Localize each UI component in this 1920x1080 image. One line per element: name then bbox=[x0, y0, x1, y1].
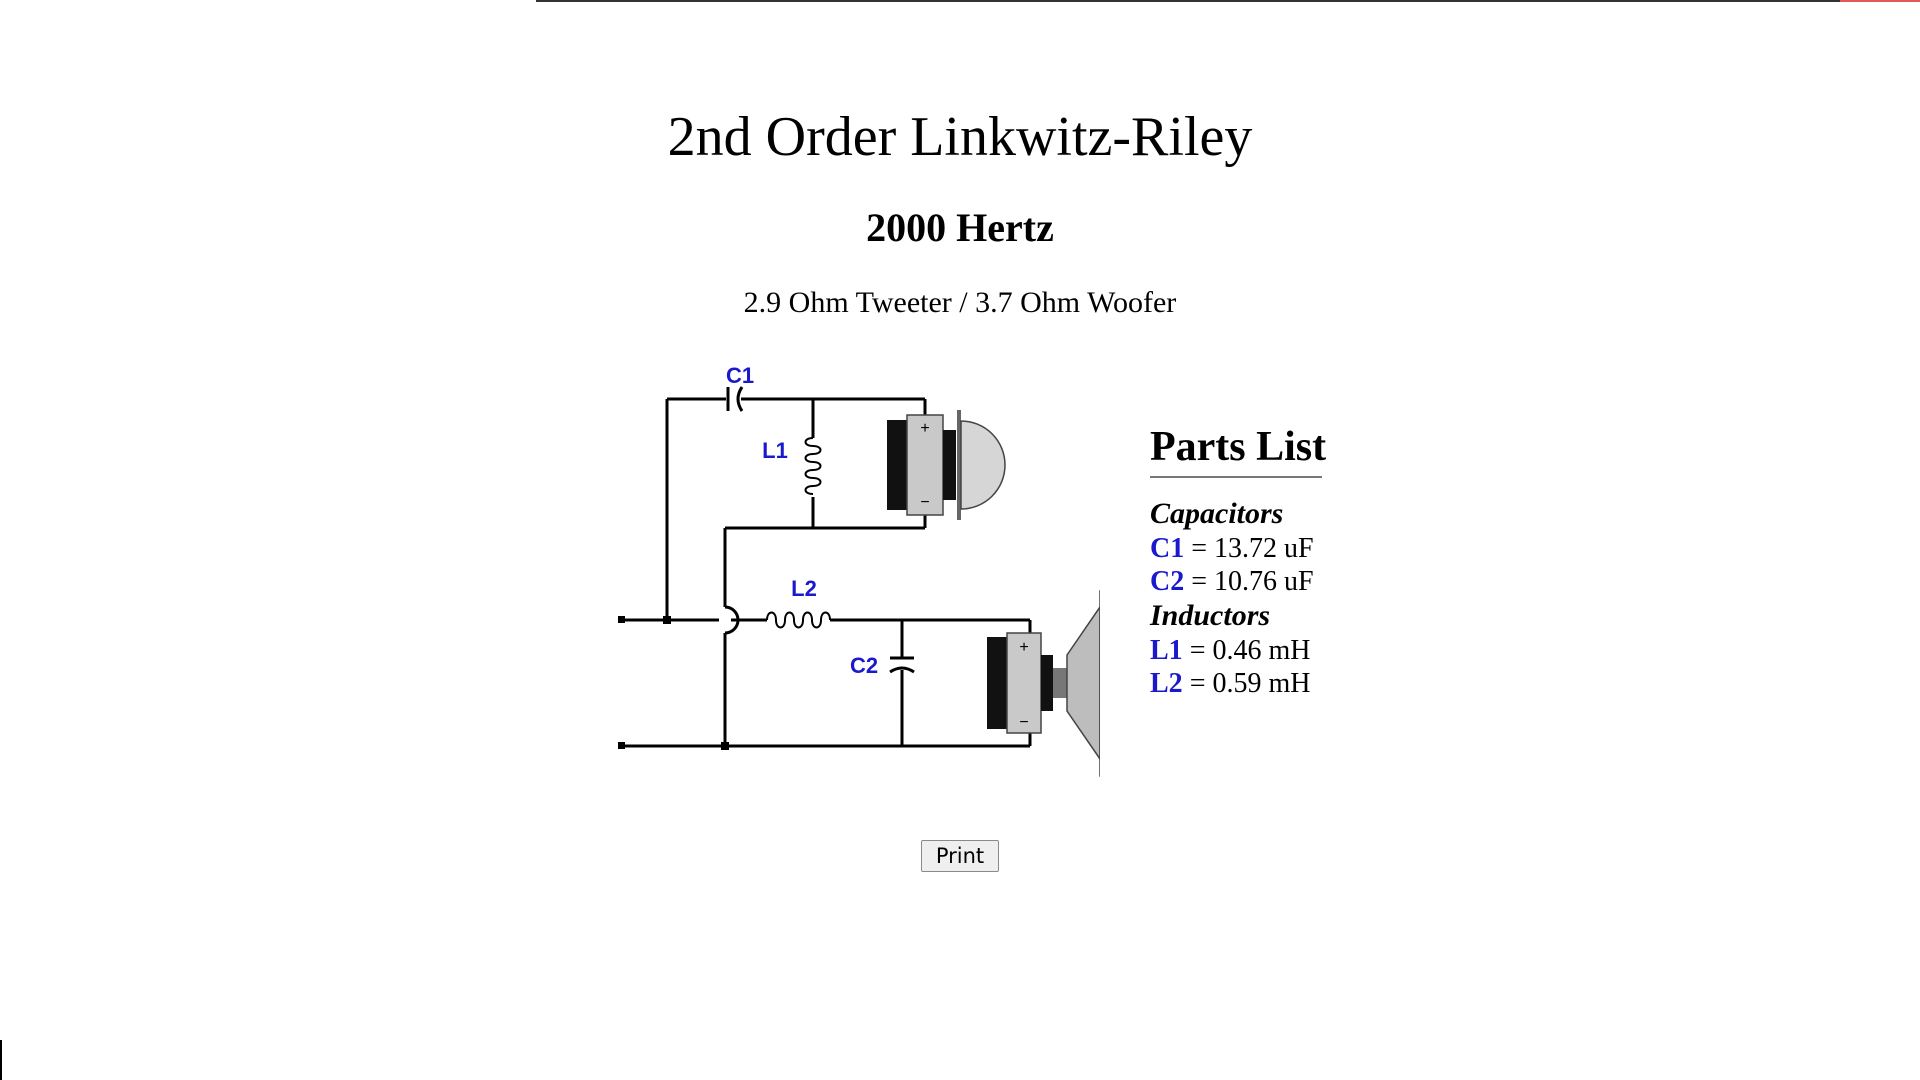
woofer-minus-sign: − bbox=[1019, 714, 1028, 731]
terminal-dots bbox=[618, 616, 729, 750]
capacitors-heading: Capacitors bbox=[1150, 497, 1284, 530]
left-edge-mark bbox=[0, 1040, 2, 1080]
tweeter-icon: + − bbox=[887, 410, 1006, 520]
part-id: L1 bbox=[1150, 635, 1183, 666]
page-title: 2nd Order Linkwitz-Riley bbox=[667, 106, 1253, 168]
tweeter-plus-sign: + bbox=[920, 420, 929, 437]
part-row-l1: L1 = 0.46 mH bbox=[1150, 634, 1380, 667]
l2-label: L2 bbox=[791, 576, 817, 601]
part-id: L2 bbox=[1150, 668, 1183, 699]
parts-list-title: Parts List bbox=[1150, 424, 1327, 470]
l2-inductor-symbol bbox=[766, 611, 831, 629]
part-value: = 10.76 uF bbox=[1184, 566, 1314, 597]
schematic-wires bbox=[622, 397, 1032, 748]
part-value: = 0.46 mH bbox=[1182, 635, 1311, 666]
input-terminal-negative bbox=[618, 742, 625, 749]
part-value: = 13.72 uF bbox=[1184, 533, 1314, 564]
c2-label: C2 bbox=[850, 653, 878, 678]
print-button[interactable]: Print bbox=[921, 840, 999, 872]
impedance-subtitle: 2.9 Ohm Tweeter / 3.7 Ohm Woofer bbox=[743, 286, 1177, 319]
junction-dot bbox=[721, 742, 729, 750]
junction-dot bbox=[663, 616, 671, 624]
inductors-heading: Inductors bbox=[1150, 599, 1271, 632]
tweeter-minus-sign: − bbox=[920, 494, 929, 511]
parts-list-divider bbox=[1150, 476, 1322, 478]
part-row-c2: C2 = 10.76 uF bbox=[1150, 565, 1380, 598]
parts-list: Parts List Capacitors C1 = 13.72 uF C2 =… bbox=[1150, 420, 1380, 700]
input-terminal-positive bbox=[618, 616, 625, 623]
part-id: C2 bbox=[1150, 566, 1185, 597]
crossover-schematic: + − + − C1 L1 L2 C2 bbox=[618, 363, 1100, 777]
top-border-accent bbox=[1840, 0, 1920, 2]
c1-capacitor-symbol bbox=[726, 386, 744, 412]
c2-capacitor-symbol bbox=[889, 656, 915, 674]
part-value: = 0.59 mH bbox=[1182, 668, 1311, 699]
part-row-l2: L2 = 0.59 mH bbox=[1150, 667, 1380, 700]
woofer-plus-sign: + bbox=[1019, 639, 1028, 656]
l1-inductor-symbol bbox=[804, 437, 822, 495]
part-row-c1: C1 = 13.72 uF bbox=[1150, 532, 1380, 565]
l1-label: L1 bbox=[762, 438, 788, 463]
c1-label: C1 bbox=[726, 363, 754, 388]
top-border-line bbox=[536, 0, 1920, 2]
woofer-icon: + − bbox=[987, 590, 1100, 777]
frequency-heading: 2000 Hertz bbox=[866, 205, 1054, 250]
part-id: C1 bbox=[1150, 533, 1185, 564]
